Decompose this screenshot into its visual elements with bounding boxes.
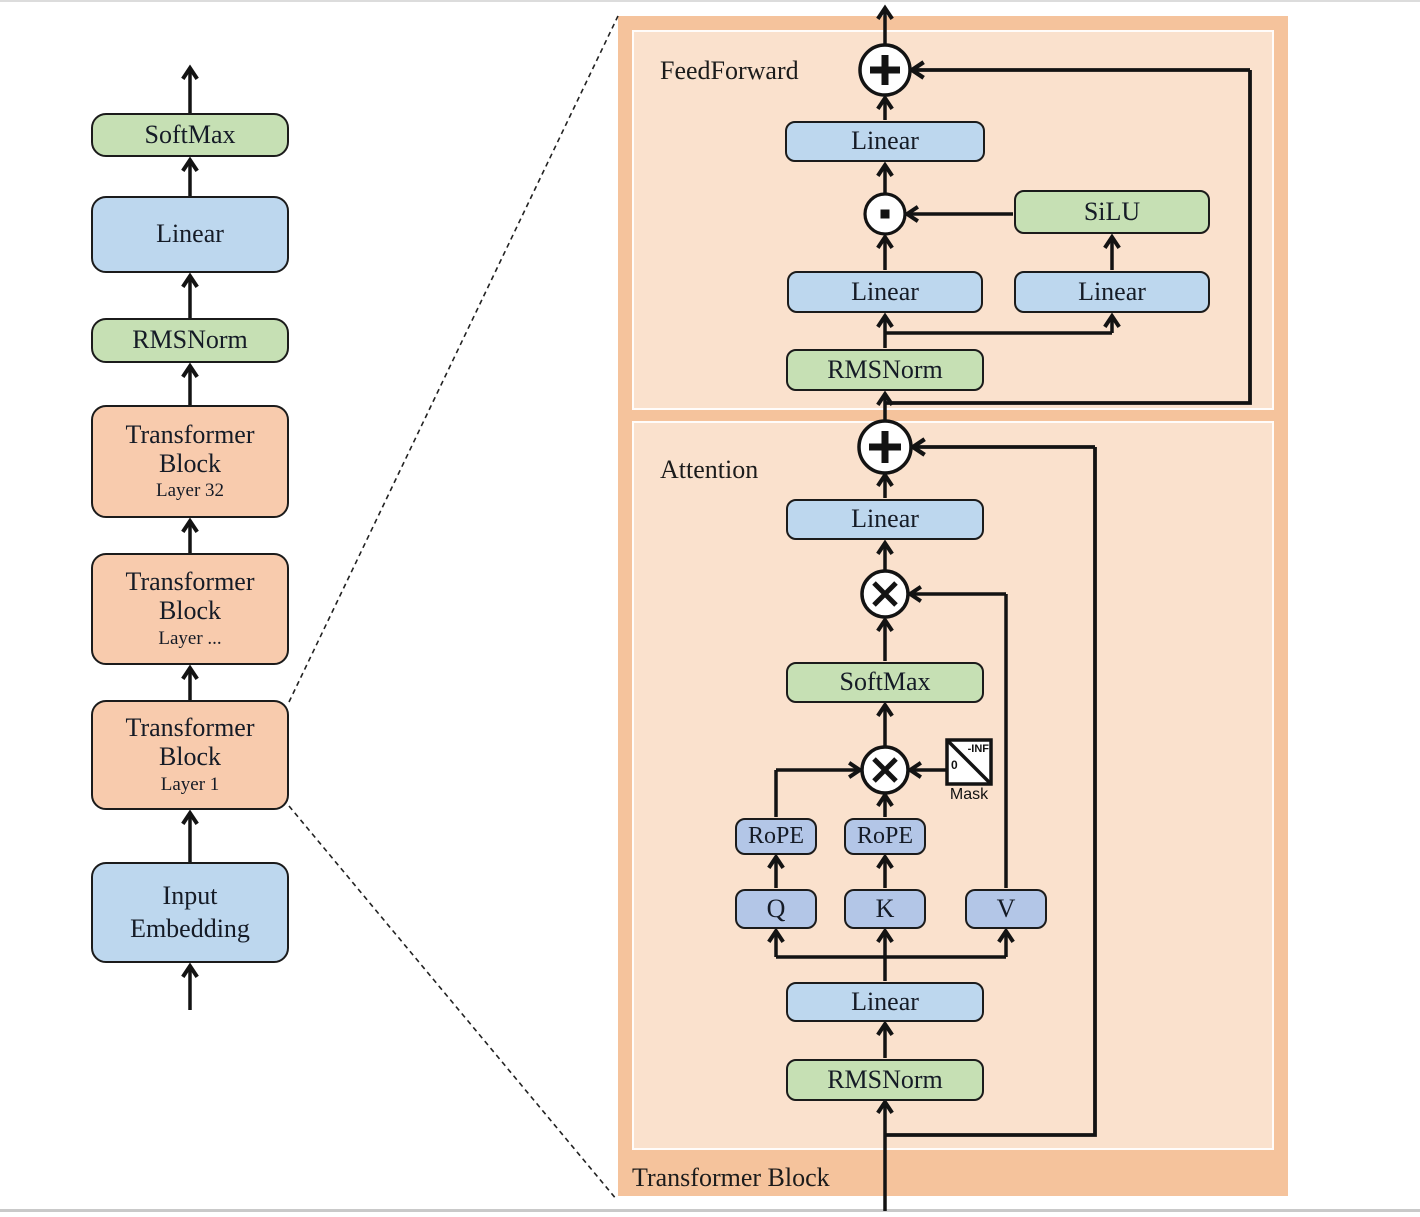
attn-linear-in-block: Linear (786, 982, 984, 1022)
attention-title: Attention (660, 455, 759, 484)
ff-residual-line (885, 70, 1252, 405)
ff-linear-right-label: Linear (1078, 276, 1146, 306)
left-rmsnorm-block: RMSNorm (91, 318, 289, 363)
tbmid-line1: Transformer (125, 567, 255, 597)
residual-connections (885, 60, 1252, 1137)
tb32-line2: Block (158, 448, 222, 478)
q-label: Q (766, 893, 786, 923)
mask-neg-inf-value: -INF (967, 743, 989, 755)
tbmid-line2: Block (158, 596, 222, 626)
k-block: K (844, 889, 926, 929)
attn-add-icon (857, 419, 913, 475)
screen-top-border (0, 0, 1420, 2)
attention-arrows (767, 471, 1015, 1211)
attn-residual-line (885, 447, 1097, 1137)
k-label: K (875, 893, 895, 923)
attn-linear-in-label: Linear (851, 986, 919, 1016)
attn-softmax-block: SoftMax (786, 662, 984, 703)
v-label: V (996, 893, 1016, 923)
input-embedding-block: Input Embedding (91, 862, 289, 963)
left-linear-block: Linear (91, 196, 289, 273)
mask-icon (945, 738, 993, 786)
transformer-block-layer-mid: Transformer Block Layer ... (91, 553, 289, 665)
ff-linear-left-label: Linear (851, 276, 919, 306)
attn-linear-out-label: Linear (851, 504, 919, 534)
tbmid-layer: Layer ... (158, 627, 222, 649)
tb32-layer: Layer 32 (155, 480, 225, 502)
screen-bottom-border (0, 1209, 1420, 1212)
zoom-guide-top (288, 15, 619, 703)
operator-glyphs (857, 43, 993, 795)
left-softmax-label: SoftMax (144, 119, 236, 149)
left-linear-label: Linear (156, 219, 224, 249)
v-block: V (965, 889, 1047, 929)
rope-k-label: RoPE (856, 823, 913, 850)
feedforward-title: FeedForward (660, 56, 799, 85)
transformer-block-layer1: Transformer Block Layer 1 (91, 700, 289, 810)
ff-linear-right-block: Linear (1014, 271, 1210, 313)
rope-q-block: RoPE (735, 818, 817, 855)
rope-k-block: RoPE (844, 818, 926, 855)
tb1-line2: Block (158, 742, 222, 772)
tb32-line1: Transformer (125, 419, 255, 449)
ff-linear-left-block: Linear (787, 271, 983, 313)
attn-softmax-label: SoftMax (839, 667, 931, 697)
feedforward-arrows (876, 4, 1121, 421)
zoom-guides (288, 15, 619, 1201)
ff-rmsnorm-label: RMSNorm (827, 354, 943, 384)
ff-add-icon (858, 43, 912, 97)
mask-label: Mask (949, 786, 989, 803)
input-embedding-line1: Input (162, 881, 218, 910)
ff-silu-block: SiLU (1014, 190, 1210, 234)
tb1-layer: Layer 1 (160, 773, 220, 795)
matmul-qk-icon (860, 745, 910, 795)
attn-rmsnorm-block: RMSNorm (786, 1059, 984, 1101)
transformer-block-layer32: Transformer Block Layer 32 (91, 405, 289, 518)
tb1-line1: Transformer (125, 713, 255, 743)
left-softmax-block: SoftMax (91, 113, 289, 157)
mask-zero-value: 0 (951, 758, 958, 772)
input-embedding-line2: Embedding (130, 913, 250, 943)
attn-linear-out-block: Linear (786, 499, 984, 540)
ff-silu-label: SiLU (1083, 196, 1141, 226)
attn-rmsnorm-label: RMSNorm (827, 1064, 943, 1094)
left-rmsnorm-label: RMSNorm (132, 325, 248, 355)
matmul-sv-icon (860, 569, 910, 619)
zoom-guide-bottom (288, 805, 618, 1201)
ff-linear-out-block: Linear (785, 121, 985, 162)
rope-q-label: RoPE (747, 823, 804, 850)
ff-rmsnorm-block: RMSNorm (786, 349, 984, 391)
ff-linear-out-label: Linear (851, 126, 919, 156)
q-block: Q (735, 889, 817, 929)
elementwise-multiply-icon (863, 192, 907, 236)
transformer-block-title: Transformer Block (632, 1163, 830, 1192)
